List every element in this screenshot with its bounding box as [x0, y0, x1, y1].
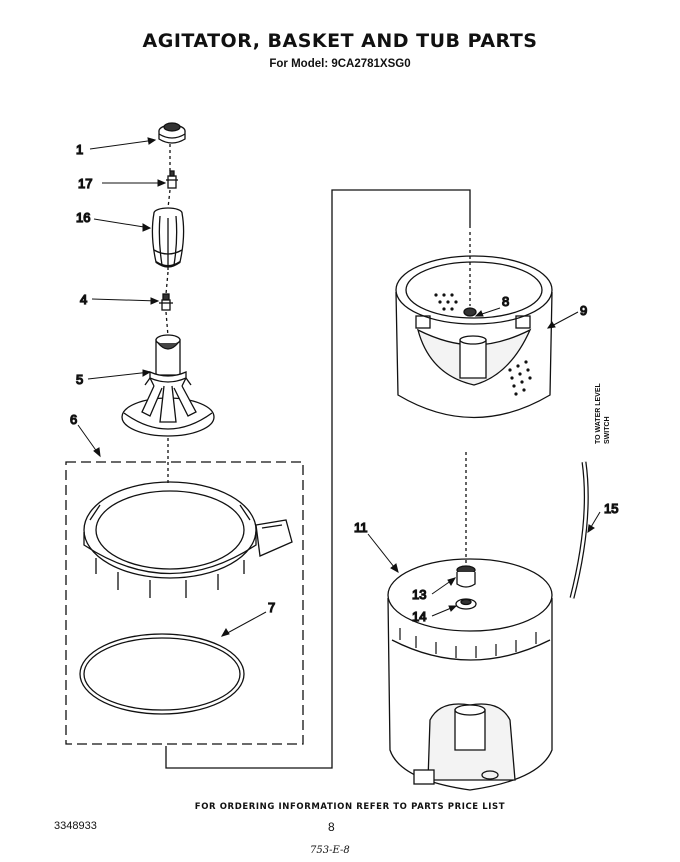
water-level-label-line1: TO WATER LEVEL [595, 383, 602, 444]
callout-16: 16 [76, 210, 90, 225]
callout-5: 5 [76, 372, 83, 387]
tub-rim-tabs [399, 628, 537, 658]
part-13-seal [456, 565, 476, 588]
part-16-agitator-barrel [151, 207, 185, 270]
part-4-fastener [159, 293, 173, 311]
callout-leaders [77, 137, 601, 637]
callout-7: 7 [268, 600, 275, 615]
water-level-switch-label: TO WATER LEVEL SWITCH [594, 383, 612, 444]
handwritten-note: 753-E-8 [310, 845, 350, 856]
callout-14: 14 [412, 609, 426, 624]
callout-6: 6 [70, 412, 77, 427]
page-number: 8 [328, 820, 335, 834]
ordering-info-note: FOR ORDERING INFORMATION REFER TO PARTS … [194, 802, 506, 812]
agitator-axis-line [165, 144, 171, 486]
part-7-gasket [79, 633, 245, 715]
callout-11: 11 [354, 520, 368, 535]
callout-4: 4 [80, 292, 87, 307]
callout-9: 9 [580, 303, 587, 318]
water-level-label-line2: SWITCH [604, 416, 611, 444]
callout-17: 17 [78, 176, 92, 191]
part-11-outer-tub [387, 558, 553, 791]
callout-1: 1 [76, 142, 83, 157]
kit-outline-box [65, 461, 304, 745]
callout-13: 13 [412, 587, 426, 602]
part-5-agitator-base [121, 334, 215, 437]
document-number: 3348933 [54, 820, 97, 832]
model-subtitle: For Model: 9CA2781XSG0 [269, 58, 411, 70]
callout-8: 8 [502, 294, 509, 309]
part-6-tub-ring [83, 481, 293, 598]
callout-15: 15 [604, 501, 618, 516]
part-1-agitator-cap [158, 122, 186, 144]
assembly-connector-line [165, 189, 471, 769]
basket-perforations [434, 293, 532, 396]
part-17-fastener [166, 170, 178, 189]
part-9-basket [395, 255, 553, 419]
page-title: AGITATOR, BASKET AND TUB PARTS [142, 30, 538, 52]
part-15-hose [569, 461, 589, 599]
basket-axis-line [465, 232, 471, 566]
part-14-bearing [455, 598, 477, 610]
